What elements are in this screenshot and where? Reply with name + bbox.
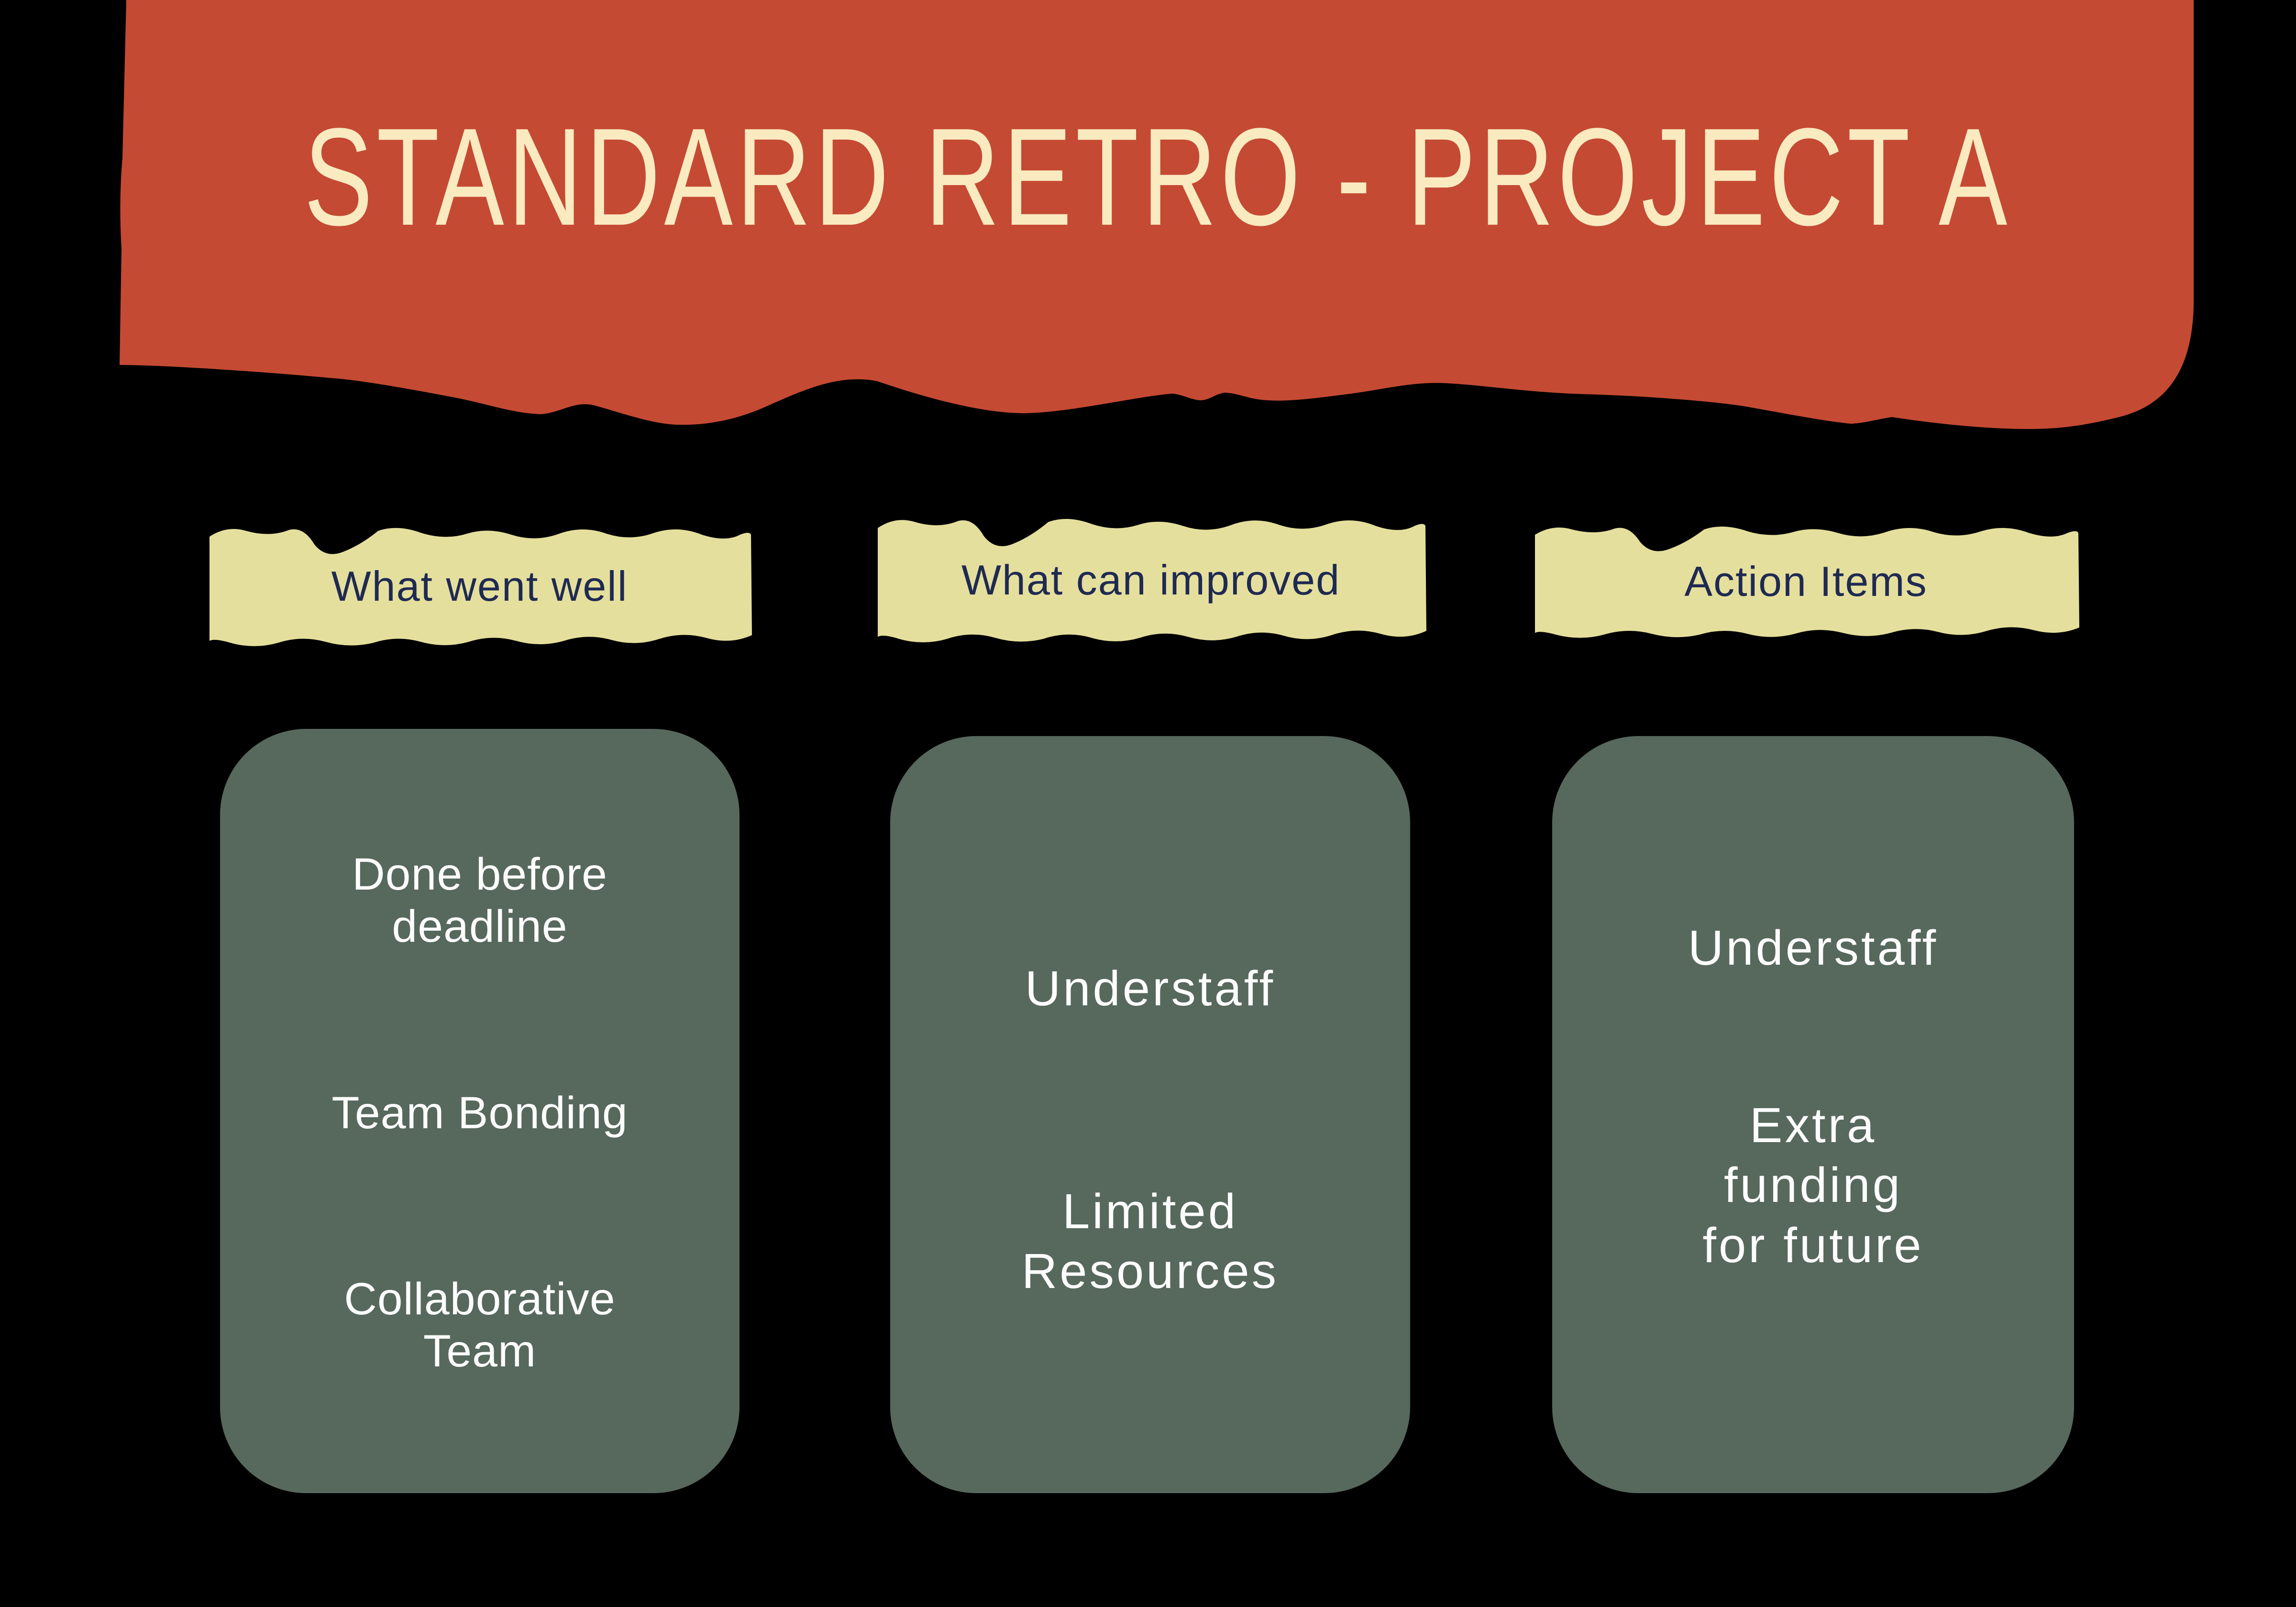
card-item: Extra funding for future: [1702, 1097, 1924, 1273]
column-header-label: What can improved: [961, 556, 1341, 604]
card-item: Understaff: [1025, 961, 1276, 1016]
retro-card-what-can-improved: Understaff Limited Resources: [890, 736, 1410, 1493]
card-item: Team Bonding: [331, 1087, 628, 1138]
column-header-banner-what-can-improved: What can improved: [874, 495, 1428, 665]
torn-paper-shape: [209, 528, 752, 646]
torn-paper-shape: [120, 0, 2194, 429]
column-header-label: Action Items: [1684, 558, 1928, 605]
card-item: Limited Resources: [1021, 1183, 1279, 1299]
torn-paper-shape: [878, 518, 1426, 643]
retro-card-action-items: Understaff Extra funding for future: [1552, 736, 2074, 1493]
column-header-banner-what-went-well: What went well: [206, 505, 753, 668]
retro-card-what-went-well: Done before deadline Team Bonding Collab…: [220, 729, 740, 1493]
card-item: Understaff: [1688, 920, 1939, 975]
column-header-label: What went well: [331, 562, 628, 610]
card-item: Collaborative Team: [344, 1273, 616, 1376]
card-item: Done before deadline: [352, 849, 607, 952]
header-banner: STANDARD RETRO - PROJECT A: [120, 0, 2196, 435]
column-header-banner-action-items: Action Items: [1531, 505, 2081, 658]
page-title: STANDARD RETRO - PROJECT A: [304, 99, 2011, 254]
torn-paper-shape: [1534, 527, 2080, 638]
